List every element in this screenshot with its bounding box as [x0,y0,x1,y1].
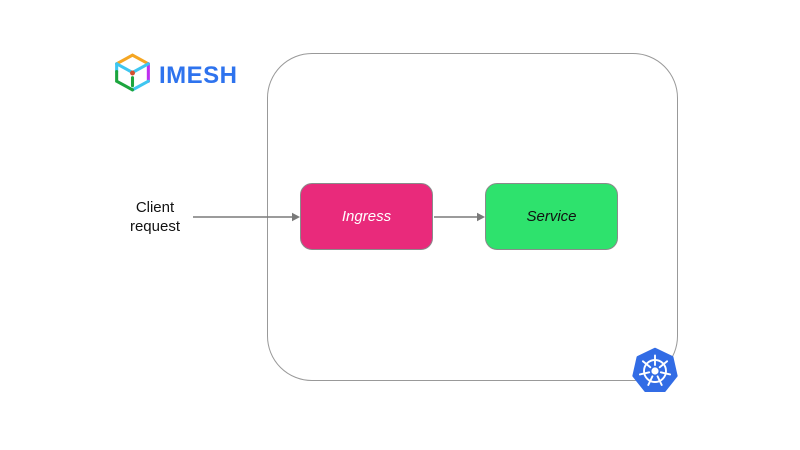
ingress-node-label: Ingress [341,208,392,225]
imesh-logo: IMESH [110,50,238,95]
ingress-node: Ingress [300,183,433,250]
client-request-label: Client request [129,199,181,235]
service-node: Service [485,183,618,250]
service-node-label: Service [526,208,577,225]
imesh-logo-icon [115,53,150,92]
imesh-logo-text: IMESH [159,61,238,89]
kubernetes-logo-icon [632,347,678,393]
